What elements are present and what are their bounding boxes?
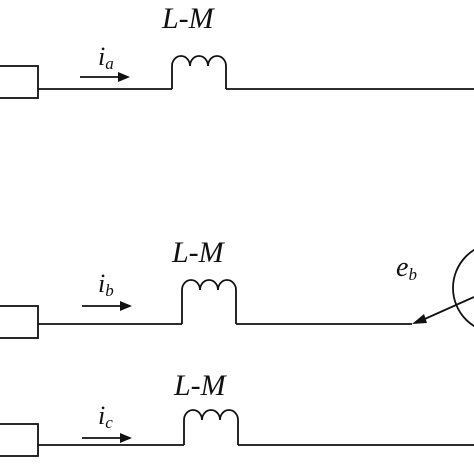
phase-a-branch: L-M ia: [0, 2, 474, 99]
phase-b-inductor: [181, 279, 237, 324]
phase-c-resistor: [0, 423, 39, 457]
phase-a-resistor: [0, 65, 39, 99]
phase-b-inductor-label: L-M: [171, 236, 226, 269]
phase-a-inductor-label: L-M: [161, 2, 216, 35]
phase-a-current-label: ia: [98, 42, 114, 73]
emf-source-circle: [452, 248, 474, 328]
phase-b-branch: L-M ib eb: [0, 236, 474, 339]
phase-c-inductor: [183, 409, 239, 445]
phase-a-inductor: [171, 55, 227, 89]
emf-label: eb: [396, 252, 417, 284]
phase-a-arrowhead: [118, 72, 130, 82]
phase-c-branch: L-M ic: [0, 369, 474, 457]
phase-b-current-label: ib: [98, 269, 114, 300]
phase-c-arrowhead: [120, 433, 132, 443]
phase-b-resistor: [0, 305, 39, 339]
phase-c-current-label: ic: [98, 401, 113, 432]
emf-connection-line: [417, 296, 474, 323]
phase-b-arrowhead: [120, 301, 132, 311]
emf-arrowhead: [412, 314, 427, 324]
phase-c-inductor-label: L-M: [173, 369, 228, 402]
